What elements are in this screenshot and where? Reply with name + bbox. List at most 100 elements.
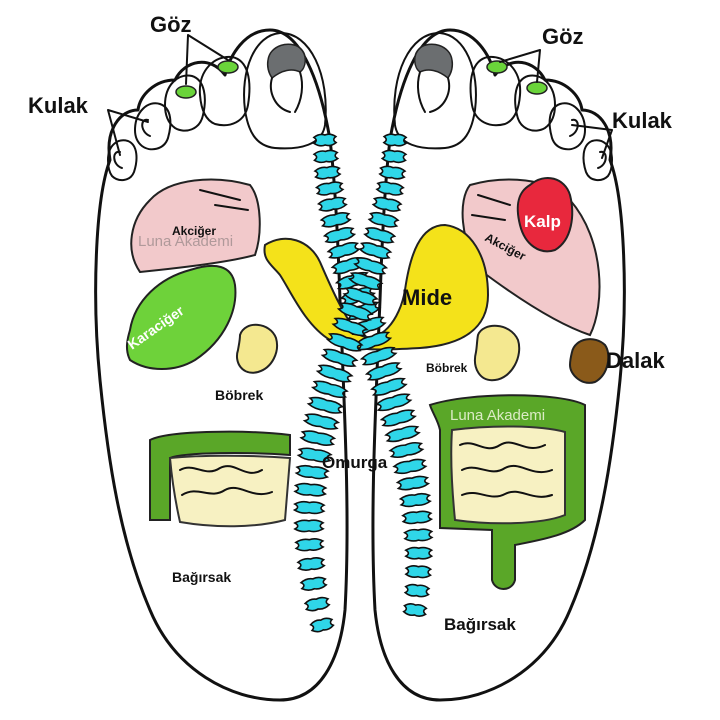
spine-b-vertebra bbox=[378, 165, 407, 180]
label-bobrek-right: Böbrek bbox=[426, 361, 468, 375]
leader-kulak-left bbox=[107, 109, 149, 156]
left-intestine-folds bbox=[179, 465, 273, 496]
watermark-right: Luna Akademi bbox=[450, 407, 545, 424]
spine-a-vertebra bbox=[312, 149, 340, 164]
spine-b-vertebra bbox=[325, 333, 364, 352]
spine-a-vertebra bbox=[404, 546, 434, 560]
right-big-toe bbox=[393, 31, 477, 150]
right-ear-icon-2 bbox=[597, 150, 607, 169]
right-little-toe bbox=[582, 139, 614, 182]
left-big-toe bbox=[243, 31, 327, 150]
spine-a-vertebra bbox=[364, 362, 403, 381]
spine-b-vertebra bbox=[371, 196, 403, 212]
right-fourth-toe bbox=[548, 102, 587, 151]
label-kulak-right: Kulak bbox=[612, 108, 673, 133]
label-akciger-left: Akciğer bbox=[172, 224, 216, 238]
spine-a-vertebra bbox=[401, 510, 434, 525]
right-kidney-zone bbox=[474, 324, 521, 382]
spine-b-vertebra bbox=[315, 364, 354, 383]
leader-kulak-right bbox=[571, 124, 613, 159]
label-goz-right: Göz bbox=[542, 24, 584, 49]
leader-goz-right bbox=[499, 49, 541, 83]
spine-a-vertebra bbox=[359, 346, 398, 366]
spine-b-vertebra bbox=[342, 287, 379, 306]
heart-zone bbox=[516, 176, 574, 253]
spine-a-vertebra bbox=[322, 227, 357, 244]
spine-b-vertebra bbox=[358, 242, 393, 260]
right-eye-icon-2 bbox=[526, 81, 548, 95]
label-dalak: Dalak bbox=[606, 348, 665, 373]
right-lungs-veins bbox=[471, 194, 511, 221]
spine-right-to-left bbox=[292, 133, 408, 633]
spine-b-vertebra bbox=[293, 482, 328, 497]
liver-zone bbox=[126, 264, 237, 370]
spine-b-vertebra bbox=[302, 413, 341, 430]
right-head-face bbox=[416, 71, 450, 113]
label-kulak-left: Kulak bbox=[28, 93, 89, 118]
spine-b-vertebra bbox=[296, 447, 333, 463]
spine-a-vertebra bbox=[403, 583, 431, 598]
right-eye-icon-1 bbox=[486, 60, 508, 74]
spine-a-vertebra bbox=[374, 393, 413, 412]
label-kalp: Kalp bbox=[524, 212, 561, 231]
spine-a-vertebra bbox=[316, 196, 348, 212]
spine-a-vertebra bbox=[326, 242, 361, 259]
spine-a-vertebra bbox=[314, 181, 345, 196]
spine-b-vertebra bbox=[299, 576, 328, 591]
right-intestine-zone bbox=[450, 425, 566, 525]
left-lungs-veins bbox=[199, 189, 249, 211]
spine-b-vertebra bbox=[367, 211, 400, 228]
spine-a-vertebra bbox=[403, 528, 434, 542]
spine-a-vertebra bbox=[319, 212, 352, 228]
spine-b-vertebra bbox=[363, 227, 397, 244]
label-mide: Mide bbox=[402, 285, 452, 310]
left-lungs-zone bbox=[130, 178, 261, 274]
spine-a-vertebra bbox=[395, 475, 431, 491]
watermark-left: Luna Akademi bbox=[138, 233, 233, 250]
left-little-toe bbox=[106, 139, 138, 182]
right-intestine-folds bbox=[459, 441, 553, 498]
left-fourth-toe bbox=[133, 102, 172, 151]
left-ear-icon-1 bbox=[141, 118, 151, 137]
spine-b-vertebra bbox=[336, 302, 374, 321]
leader-goz-left bbox=[185, 34, 229, 85]
spine-b-vertebra bbox=[347, 272, 384, 291]
spine-a-vertebra bbox=[404, 565, 433, 579]
spine-a-vertebra bbox=[388, 441, 425, 459]
spine-a-vertebra bbox=[398, 492, 432, 508]
spine-b-vertebra bbox=[303, 596, 331, 612]
spine-a-vertebra bbox=[313, 165, 342, 180]
spine-b-vertebra bbox=[294, 537, 325, 552]
spine-b-vertebra bbox=[382, 133, 408, 147]
label-bagirsak-right: Bağırsak bbox=[444, 615, 516, 634]
spine-b-vertebra bbox=[380, 149, 408, 164]
spine-a-vertebra bbox=[312, 133, 338, 147]
label-goz-left: Göz bbox=[150, 12, 192, 37]
spine-a-vertebra bbox=[379, 409, 417, 427]
label-bobrek-left: Böbrek bbox=[215, 387, 263, 403]
spine-b-vertebra bbox=[375, 181, 405, 196]
stomach-zone bbox=[263, 223, 490, 351]
spine-b-vertebra bbox=[353, 257, 389, 275]
label-omurga: Omurga bbox=[322, 453, 388, 472]
label-bagirsak-left: Bağırsak bbox=[172, 569, 231, 585]
left-head-face bbox=[270, 71, 304, 113]
spine-a-vertebra bbox=[392, 458, 428, 475]
spine-b-vertebra bbox=[310, 380, 349, 399]
spleen-zone bbox=[568, 338, 610, 384]
spine-b-vertebra bbox=[331, 317, 369, 337]
left-colon-zone bbox=[149, 430, 291, 521]
left-intestine-zone bbox=[168, 454, 292, 528]
spine-a-vertebra bbox=[384, 425, 421, 443]
spine-b-vertebra bbox=[292, 500, 326, 515]
spine-a-vertebra bbox=[402, 603, 428, 617]
left-second-toe bbox=[198, 55, 251, 127]
left-eye-icon-1 bbox=[217, 60, 239, 74]
spine-b-vertebra bbox=[294, 464, 330, 480]
spine-b-vertebra bbox=[309, 617, 335, 633]
spine-b-vertebra bbox=[306, 396, 345, 414]
left-eye-icon-2 bbox=[175, 85, 197, 99]
spine-a-vertebra bbox=[370, 377, 408, 396]
